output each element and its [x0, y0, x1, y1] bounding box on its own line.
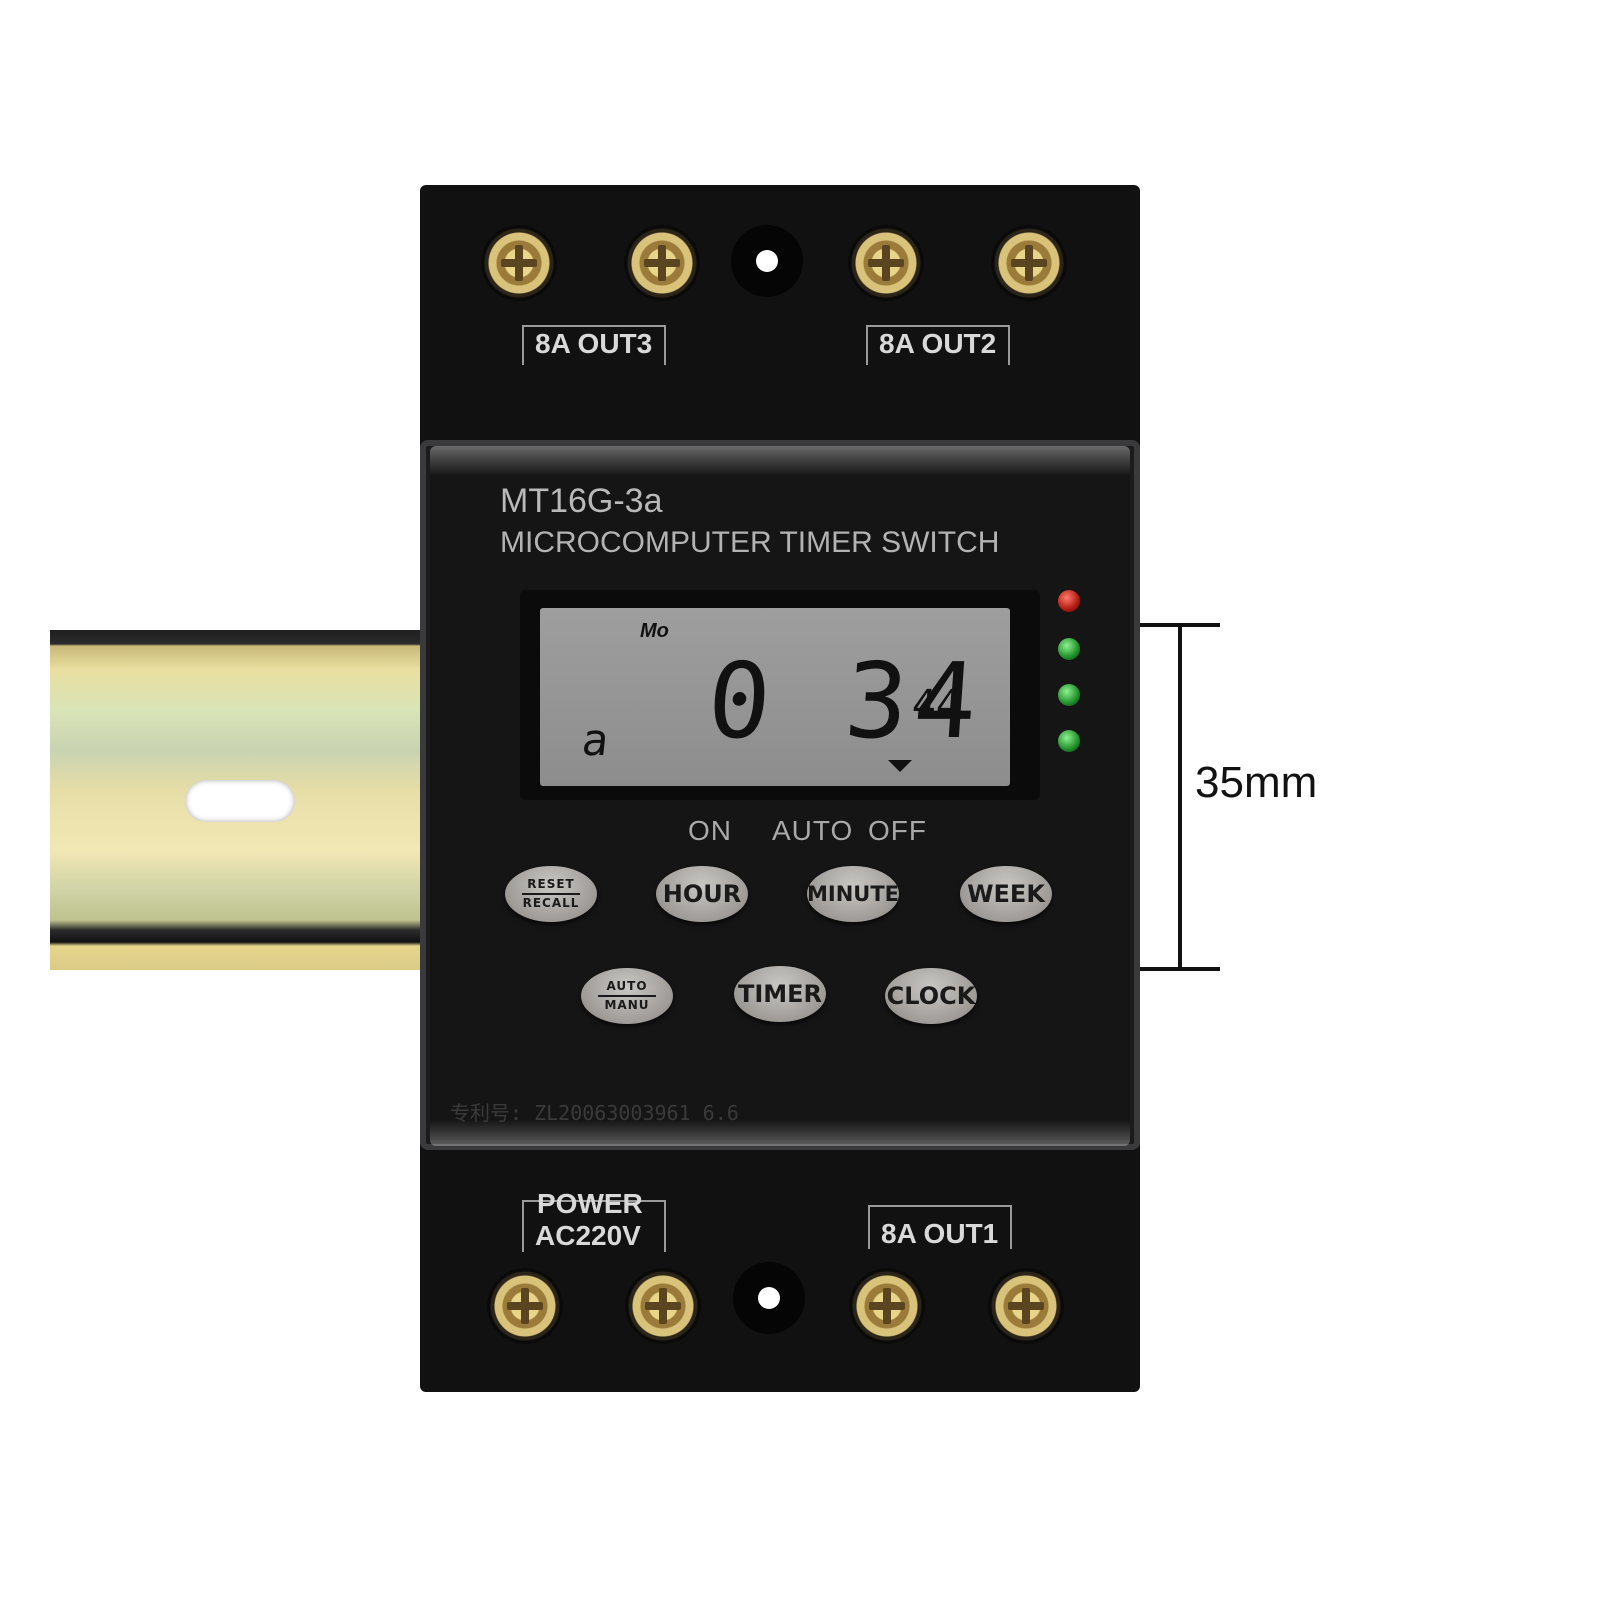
led-indicator-icon	[1058, 638, 1080, 660]
clock-button[interactable]: CLOCK	[885, 968, 977, 1024]
cover-glare	[430, 446, 1130, 476]
patent-number: 专利号: ZL20063003961 6.6	[450, 1101, 739, 1125]
dimension-label: 35mm	[1195, 758, 1318, 807]
dimension-bracket-icon	[1178, 625, 1182, 970]
device-subtitle: MICROCOMPUTER TIMER SWITCH	[500, 526, 1000, 559]
recall-label: RECALL	[522, 896, 580, 910]
terminal-label-out3: 8A OUT3	[535, 328, 653, 359]
week-button[interactable]: WEEK	[960, 866, 1052, 922]
terminal-label-frame	[866, 325, 1010, 365]
screw-terminal-icon	[481, 225, 557, 301]
mode-label-auto: AUTO	[772, 815, 854, 846]
divider	[522, 893, 580, 895]
din-rail-slot	[185, 780, 295, 822]
led-indicator-icon	[1058, 590, 1080, 612]
cover-glare	[430, 1120, 1130, 1146]
timer-button[interactable]: TIMER	[734, 966, 826, 1022]
mode-label-off: OFF	[868, 815, 927, 846]
minute-button[interactable]: MINUTE	[807, 866, 899, 922]
screw-terminal-icon	[487, 1268, 563, 1344]
lcd-day: Mo	[640, 620, 669, 642]
lcd-seconds: 44	[910, 682, 962, 728]
model-number: MT16G-3a	[500, 482, 663, 520]
terminal-label-power: POWER	[537, 1188, 643, 1219]
screw-terminal-icon	[988, 1268, 1064, 1344]
screw-terminal-icon	[849, 1268, 925, 1344]
device-bottom-housing	[420, 1130, 1140, 1392]
mode-label-on: ON	[688, 815, 732, 846]
terminal-label-frame	[868, 1205, 1012, 1249]
terminal-label-frame	[522, 325, 666, 365]
lcd-program-indicator: a	[579, 715, 612, 766]
dimension-bracket-bottom	[1140, 967, 1220, 971]
divider	[598, 995, 656, 997]
terminal-label-ac220v: AC220V	[535, 1220, 641, 1251]
lcd-mode-arrow-icon	[888, 760, 912, 772]
hour-button[interactable]: HOUR	[656, 866, 748, 922]
mounting-hole-icon	[731, 225, 803, 297]
terminal-label-out2: 8A OUT2	[879, 328, 997, 359]
screw-terminal-icon	[624, 225, 700, 301]
reset-label: RESET	[527, 877, 575, 891]
dimension-bracket-top	[1140, 623, 1220, 627]
reset-recall-button[interactable]: RESET RECALL	[505, 866, 597, 922]
screw-terminal-icon	[991, 225, 1067, 301]
auto-manu-button[interactable]: AUTO MANU	[581, 968, 673, 1024]
screw-terminal-icon	[625, 1268, 701, 1344]
terminal-label-out1: 8A OUT1	[881, 1218, 999, 1249]
manu-label: MANU	[604, 998, 650, 1012]
lcd-display	[540, 608, 1010, 786]
terminal-label-frame	[522, 1200, 666, 1252]
screw-terminal-icon	[848, 225, 924, 301]
led-indicator-icon	[1058, 684, 1080, 706]
led-indicator-icon	[1058, 730, 1080, 752]
mounting-hole-icon	[733, 1262, 805, 1334]
auto-label: AUTO	[606, 979, 648, 993]
